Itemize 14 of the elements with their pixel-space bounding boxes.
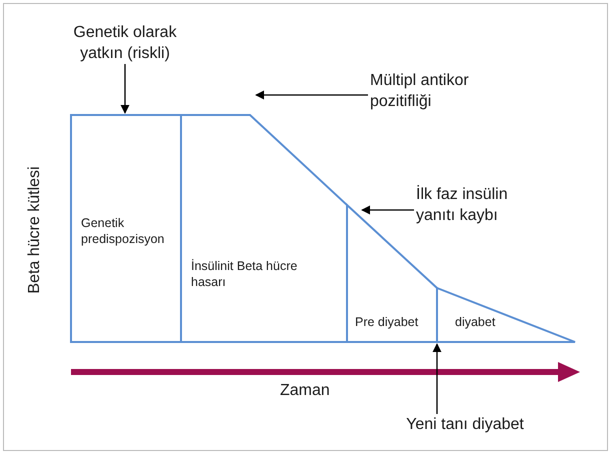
stage-label: İnsülinit Beta hücre hasarı (191, 258, 298, 290)
stage-label: diyabet (455, 314, 496, 330)
arrow (255, 90, 368, 100)
callout-text: Genetik olarak yatkın (riskli) (50, 22, 200, 64)
callout-text: Mültipl antikor pozitifliği (370, 70, 520, 112)
arrow (432, 343, 442, 414)
stage-label: Genetik predispozisyon (81, 215, 166, 247)
callout-text: Yeni tanı diyabet (385, 414, 545, 435)
axis-label: Zaman (280, 382, 330, 400)
callout-text: İlk faz insülin yanıtı kaybı (416, 184, 546, 226)
stage-label: Pre diyabet (355, 314, 420, 330)
arrow (361, 206, 414, 214)
arrow (120, 64, 130, 114)
axis-label: Beta hücre kütlesi (26, 166, 44, 294)
